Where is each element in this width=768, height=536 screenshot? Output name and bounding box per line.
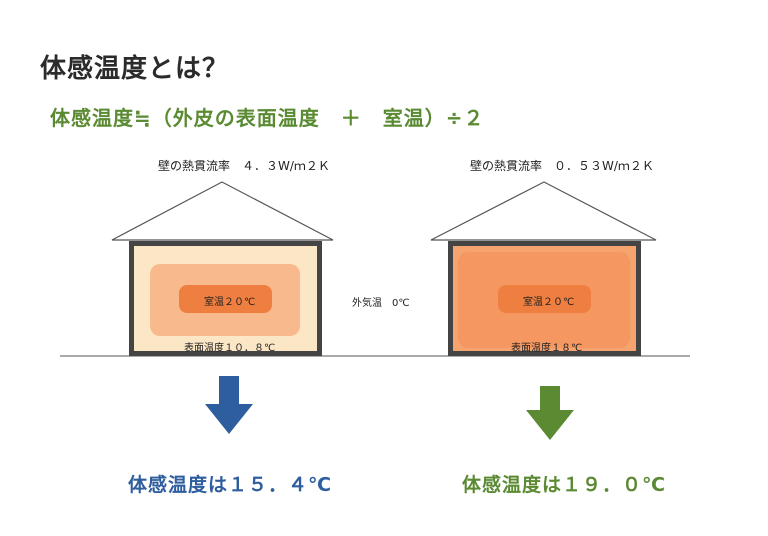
right-room-temp: 室温２０℃ [523,297,575,308]
right-result: 体感温度は１９．０℃ [462,474,667,496]
right-down-arrow [526,386,574,440]
formula-text: 体感温度≒（外皮の表面温度 ＋ 室温）÷２ [50,106,485,130]
left-room-temp: 室温２０℃ [204,297,256,308]
left-core-zone [179,285,272,313]
left-surface-temp: 表面温度１０．８℃ [184,343,276,354]
outside-temp: 外気温 0℃ [352,298,410,309]
left-wall-rate: 壁の熱貫流率 ４．３W/ｍ２Ｋ [158,159,330,173]
right-wall-rate: 壁の熱貫流率 ０．５３W/ｍ２Ｋ [470,159,654,173]
right-roof [430,181,657,241]
right-core-zone [498,285,591,313]
right-surface-temp: 表面温度１８℃ [511,343,583,354]
left-result: 体感温度は１５．４℃ [128,474,333,496]
left-roof [111,181,334,241]
page-title: 体感温度とは？ [40,54,230,84]
left-down-arrow [205,376,253,434]
